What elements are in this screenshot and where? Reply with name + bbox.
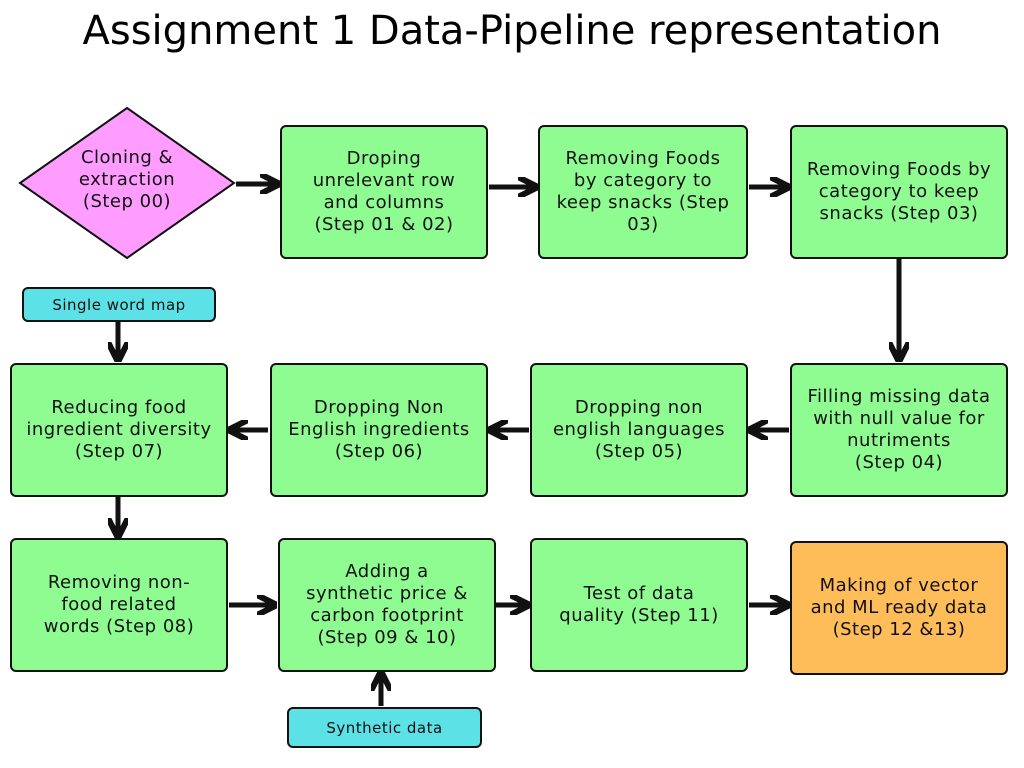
- node-step-03a: Removing Foods by category to keep snack…: [538, 125, 748, 259]
- node-step-00: Cloning & extraction (Step 00): [78, 147, 176, 212]
- node-step-09-10: Adding a synthetic price & carbon footpr…: [278, 538, 496, 672]
- node-step-04: Filling missing data with null value for…: [790, 363, 1008, 497]
- input-single-word-map: Single word map: [22, 287, 216, 322]
- node-step-06: Dropping Non English ingredients (Step 0…: [270, 363, 488, 497]
- node-step-05: Dropping non english languages (Step 05): [530, 363, 748, 497]
- node-step-11: Test of data quality (Step 11): [530, 538, 748, 672]
- node-step-07: Reducing food ingredient diversity (Step…: [10, 363, 228, 497]
- node-step-01-02: Droping unrelevant row and columns (Step…: [280, 125, 488, 259]
- node-step-08: Removing non- food related words (Step 0…: [10, 538, 228, 672]
- start-diamond: [18, 106, 236, 260]
- node-step-03b: Removing Foods by category to keep snack…: [790, 125, 1008, 259]
- input-synthetic-data: Synthetic data: [287, 707, 482, 748]
- node-step-12-13: Making of vector and ML ready data (Step…: [790, 541, 1008, 675]
- diagram-title: Assignment 1 Data-Pipeline representatio…: [82, 8, 942, 54]
